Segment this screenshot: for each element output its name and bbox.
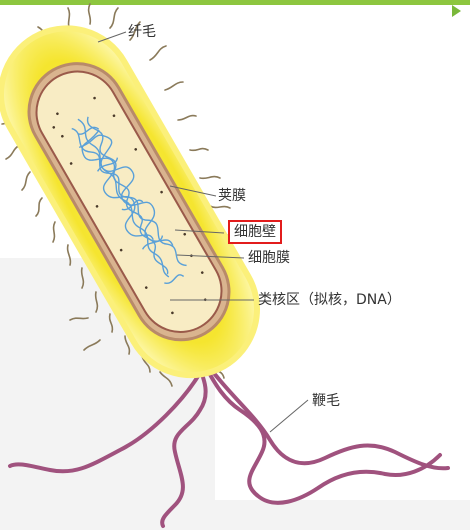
flagellum: [8, 363, 450, 528]
capsule-label: 荚膜: [218, 188, 246, 204]
corner-arrow-icon: [452, 5, 461, 17]
flagellum-label: 鞭毛: [312, 393, 340, 409]
pili-label: 纤毛: [128, 24, 156, 40]
leader-lines: [97, 31, 309, 433]
background-shade-bottom: [0, 500, 470, 530]
ribosomes: [52, 96, 207, 315]
nucleoid: [71, 116, 187, 284]
cell-membrane: [35, 70, 223, 333]
nucleoid-label: 类核区（拟核，DNA）: [258, 292, 401, 308]
top-accent-bar: [0, 0, 470, 5]
cell-membrane-label: 细胞膜: [248, 250, 290, 266]
cell-wall-label: 细胞壁: [228, 220, 282, 244]
